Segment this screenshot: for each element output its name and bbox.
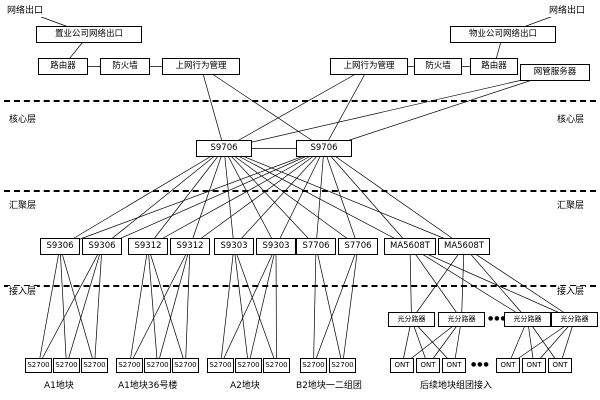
- access-switch-a2-1: S2700: [207, 358, 234, 373]
- access-switch-a1b36-3: S2700: [172, 358, 199, 373]
- access-switch-a2-2: S2700: [235, 358, 262, 373]
- access-switch-a1-2: S2700: [53, 358, 80, 373]
- group-label-a1-building36: A1地块36号楼: [118, 378, 178, 391]
- access-switch-a2-3: S2700: [263, 358, 290, 373]
- agg-switch-s9306-2: S9306: [82, 238, 122, 255]
- splitter-ellipsis: ●●●: [488, 315, 507, 322]
- network-exit-label-top-left: 网络出口: [6, 5, 45, 17]
- agg-switch-s9303-1: S9303: [214, 238, 254, 255]
- access-switch-a1-3: S2700: [81, 358, 108, 373]
- agg-switch-s7706-2: S7706: [338, 238, 378, 255]
- ont-3: ONT: [442, 358, 466, 373]
- access-switch-b2-1: S2700: [300, 358, 327, 373]
- access-switch-a1b36-2: S2700: [144, 358, 171, 373]
- access-layer-separator: [4, 285, 596, 287]
- aggregation-layer-separator: [4, 190, 596, 192]
- agg-switch-s9312-2: S9312: [170, 238, 210, 255]
- olt-ma5608t-2: MA5608T: [438, 238, 490, 255]
- agg-switch-s9312-1: S9312: [128, 238, 168, 255]
- access-switch-a1b36-1: S2700: [116, 358, 143, 373]
- agg-switch-s9306-1: S9306: [40, 238, 80, 255]
- ont-5: ONT: [522, 358, 546, 373]
- nms-server-box: 网管服务器: [520, 64, 590, 81]
- core-layer-label-right: 核心层: [556, 114, 586, 126]
- group-label-b2: B2地块一二组团: [296, 378, 362, 391]
- group-label-a2: A2地块: [230, 378, 260, 391]
- agg-switch-s9303-2: S9303: [256, 238, 296, 255]
- ont-1: ONT: [390, 358, 414, 373]
- aggregation-layer-label-left: 汇聚层: [8, 200, 38, 212]
- ont-4: ONT: [496, 358, 520, 373]
- property-dev-company-exit-box: 置业公司网络出口: [36, 26, 142, 43]
- router-right-box: 路由器: [470, 58, 518, 75]
- optical-splitter-3: 光分路器: [504, 312, 551, 327]
- access-switch-b2-2: S2700: [329, 358, 356, 373]
- ont-ellipsis: ●●●: [471, 361, 490, 368]
- access-layer-label-left: 接入层: [8, 286, 38, 298]
- ont-2: ONT: [416, 358, 440, 373]
- group-label-future-plots: 后续地块组团接入: [420, 378, 493, 391]
- optical-splitter-4: 光分路器: [551, 312, 598, 327]
- core-layer-separator: [4, 100, 596, 102]
- access-switch-a1-1: S2700: [25, 358, 52, 373]
- firewall-left-box: 防火墙: [100, 58, 150, 75]
- agg-switch-s7706-1: S7706: [296, 238, 336, 255]
- core-switch-1: S9706: [196, 140, 252, 157]
- group-label-a1: A1地块: [44, 378, 74, 391]
- firewall-right-box: 防火墙: [414, 58, 462, 75]
- router-left-box: 路由器: [38, 58, 88, 75]
- optical-splitter-1: 光分路器: [388, 312, 435, 327]
- olt-ma5608t-1: MA5608T: [384, 238, 436, 255]
- optical-splitter-2: 光分路器: [438, 312, 485, 327]
- behavior-mgmt-left-box: 上网行为管理: [162, 58, 240, 75]
- network-exit-label-top-right: 网络出口: [548, 5, 587, 17]
- ont-6: ONT: [548, 358, 572, 373]
- access-layer-label-right: 接入层: [556, 286, 586, 298]
- core-switch-2: S9706: [296, 140, 352, 157]
- aggregation-layer-label-right: 汇聚层: [556, 200, 586, 212]
- property-mgmt-company-exit-box: 物业公司网络出口: [450, 26, 556, 43]
- core-layer-label-left: 核心层: [8, 114, 38, 126]
- behavior-mgmt-right-box: 上网行为管理: [330, 58, 408, 75]
